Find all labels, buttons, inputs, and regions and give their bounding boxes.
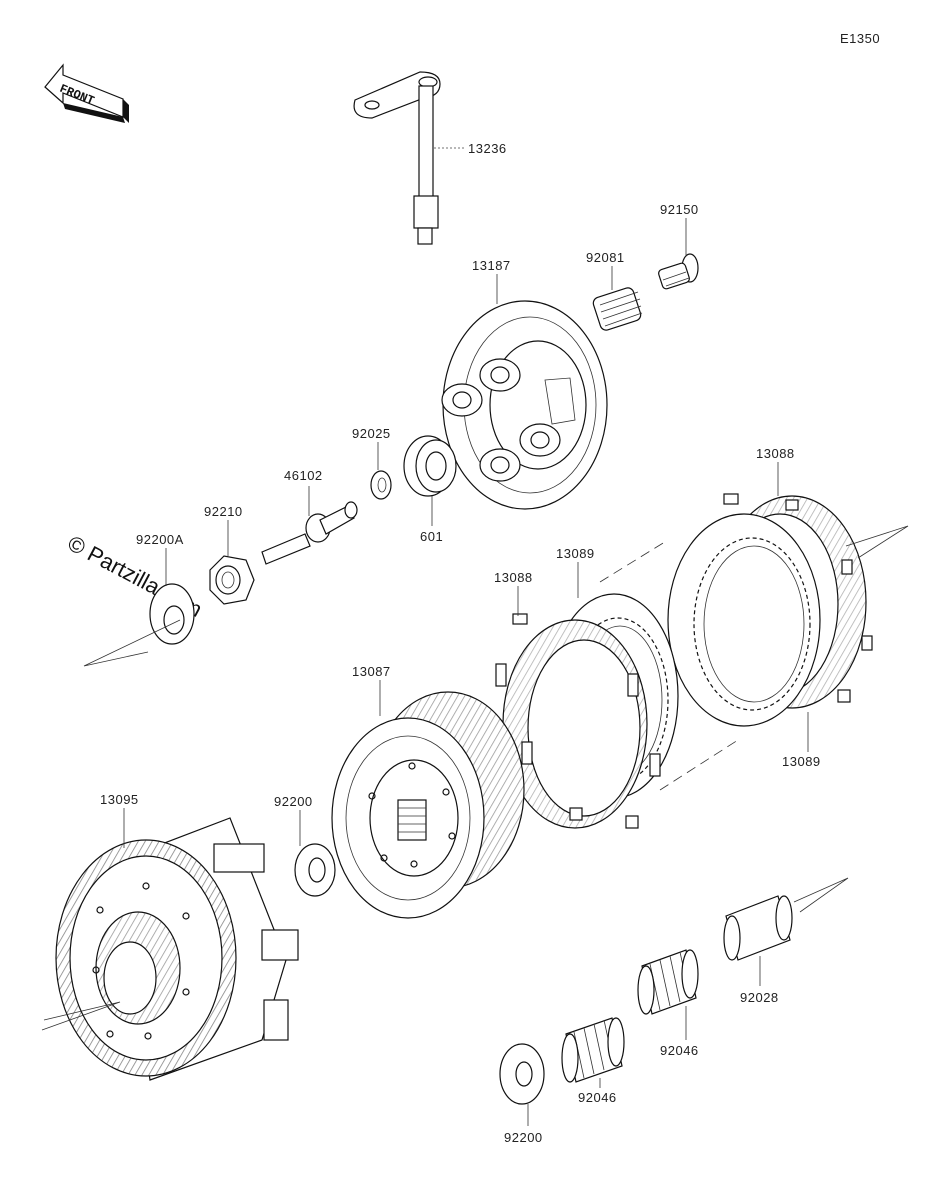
label-92081: 92081: [586, 250, 625, 265]
label-92150: 92150: [660, 202, 699, 217]
part-13088-friction-plate-left[interactable]: [495, 613, 661, 829]
front-arrow-icon: FRONT: [44, 63, 129, 123]
label-46102: 46102: [284, 468, 323, 483]
label-13089-left: 13089: [556, 546, 595, 561]
label-13236: 13236: [468, 141, 507, 156]
part-92150-bolt[interactable]: [658, 253, 699, 290]
label-13088-left: 13088: [494, 570, 533, 585]
part-13087-clutch-hub[interactable]: [331, 691, 525, 919]
label-92046-lower: 92046: [578, 1090, 617, 1105]
part-13089-steel-plate-right[interactable]: [667, 513, 821, 727]
part-92081-spring[interactable]: [592, 286, 643, 331]
label-92046-upper: 92046: [660, 1043, 699, 1058]
label-92028: 92028: [740, 990, 779, 1005]
part-92200-washer-lower[interactable]: [499, 1043, 545, 1105]
part-13187-pressure-plate[interactable]: [441, 300, 608, 510]
label-92200-lower: 92200: [504, 1130, 543, 1145]
part-601-bearing[interactable]: [403, 435, 457, 497]
part-92046-needle-bearing-lower[interactable]: [561, 1017, 625, 1083]
diagram-code: E1350: [840, 31, 880, 46]
part-92025-washer[interactable]: [370, 470, 392, 500]
part-92028-sleeve[interactable]: [723, 895, 793, 961]
label-13089-right: 13089: [782, 754, 821, 769]
part-13236-release-shaft[interactable]: [353, 71, 441, 245]
label-13095: 13095: [100, 792, 139, 807]
label-13088-right: 13088: [756, 446, 795, 461]
part-92046-needle-bearing-upper[interactable]: [637, 949, 699, 1015]
part-92210-nut[interactable]: [209, 555, 255, 605]
part-46102-push-rod[interactable]: [261, 501, 358, 565]
part-92200A-lock-washer[interactable]: [149, 583, 195, 645]
label-92025: 92025: [352, 426, 391, 441]
label-601: 601: [420, 529, 443, 544]
label-13087: 13087: [352, 664, 391, 679]
part-92200-washer-upper[interactable]: [294, 843, 336, 897]
part-13095-clutch-housing[interactable]: [55, 817, 299, 1081]
label-13187: 13187: [472, 258, 511, 273]
label-92200-upper: 92200: [274, 794, 313, 809]
label-92200A: 92200A: [136, 532, 184, 547]
label-92210: 92210: [204, 504, 243, 519]
